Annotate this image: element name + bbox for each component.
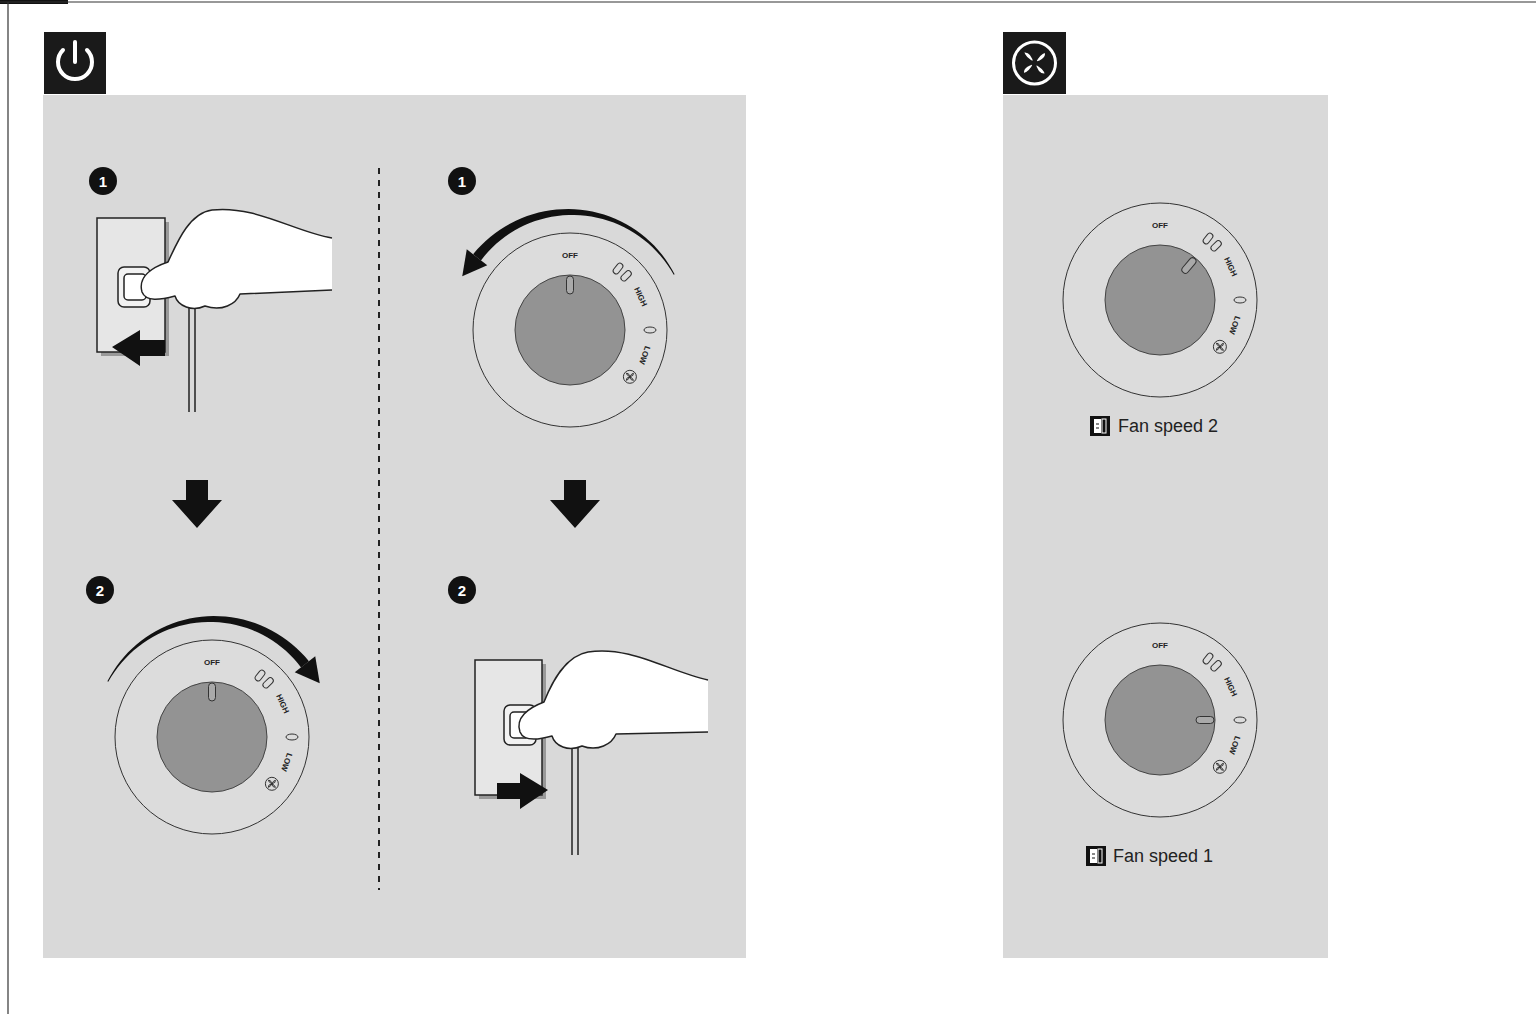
control-dial — [1063, 623, 1257, 817]
divider — [378, 168, 380, 890]
plug-hand — [475, 651, 708, 855]
dial-setting: OFF — [562, 252, 578, 260]
fan-panel — [1003, 95, 1328, 958]
step-arrow — [172, 480, 222, 528]
callout-disc — [448, 167, 476, 195]
callout-disc — [89, 167, 117, 195]
fan-icon — [1003, 32, 1066, 94]
power-icon — [44, 32, 106, 94]
step-arrow — [550, 480, 600, 528]
callout-number: 2 — [458, 583, 466, 598]
callout-number: 2 — [96, 583, 104, 598]
plug-hand — [97, 209, 332, 412]
power-panel — [43, 95, 746, 958]
callout-number: 1 — [99, 174, 107, 189]
callout-disc — [86, 576, 114, 604]
top-rule — [0, 1, 1536, 2]
control-dial — [1063, 203, 1257, 397]
figure-caption: Fan speed 1 — [1113, 847, 1213, 865]
dial-setting: OFF — [1152, 222, 1168, 230]
dial-setting: OFF — [204, 659, 220, 667]
figure-caption: Fan speed 2 — [1118, 417, 1218, 435]
rotation-arrow — [107, 616, 319, 683]
dial-setting: OFF — [1152, 642, 1168, 650]
manual-icon — [1090, 416, 1110, 436]
rotation-arrow — [462, 209, 674, 276]
control-dial — [473, 233, 667, 427]
callout-number: 1 — [458, 174, 466, 189]
control-dial — [115, 640, 309, 834]
manual-icon — [1086, 846, 1106, 866]
callout-disc — [448, 576, 476, 604]
side-rule — [7, 2, 8, 1014]
